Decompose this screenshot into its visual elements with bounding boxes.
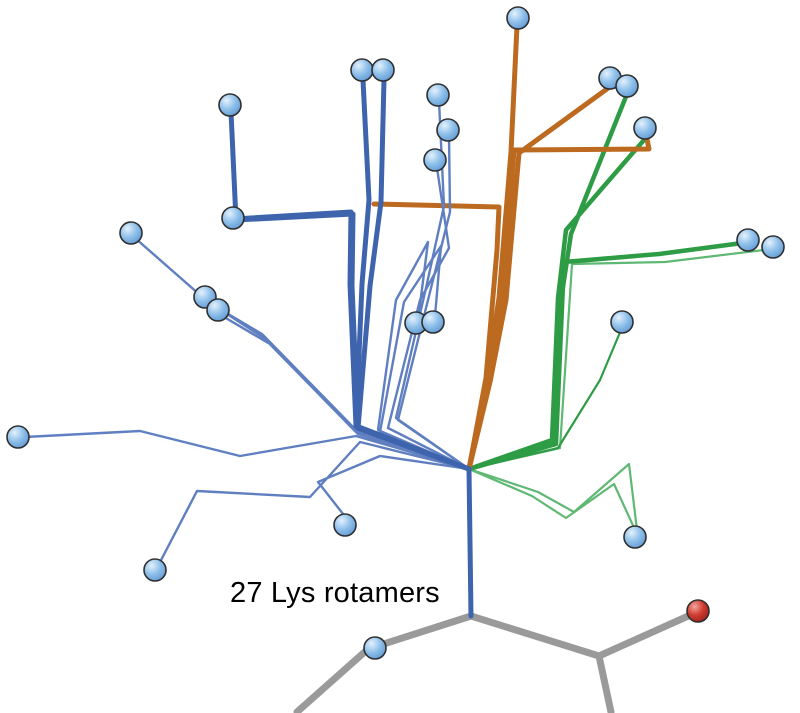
nitrogen-atom[interactable]	[633, 116, 657, 140]
nitrogen-atom[interactable]	[736, 228, 760, 252]
nitrogen-atom[interactable]	[143, 558, 167, 582]
bond-blue_light	[23, 429, 471, 471]
nitrogen-atom[interactable]	[206, 298, 230, 322]
bond-blue_light	[394, 99, 471, 471]
bond-blue_light	[217, 312, 471, 471]
bond-blue_light	[156, 440, 471, 568]
nitrogen-atom[interactable]	[218, 93, 242, 117]
nitrogen-atom[interactable]	[423, 148, 447, 172]
figure-label: 27 Lys rotamers	[230, 577, 440, 609]
bond-blue_light	[316, 454, 471, 521]
nitrogen-atom[interactable]	[436, 118, 460, 142]
bond-green_light	[467, 247, 774, 471]
oxygen-atom[interactable]	[686, 599, 710, 623]
nitrogen-atom[interactable]	[363, 636, 387, 660]
nitrogen-atom[interactable]	[506, 6, 530, 30]
bond-blue	[466, 466, 474, 619]
bond-orange	[466, 83, 614, 472]
nitrogen-atom[interactable]	[221, 206, 245, 230]
nitrogen-atom[interactable]	[615, 74, 639, 98]
nitrogen-atom[interactable]	[421, 310, 445, 334]
bond-blue_light	[386, 166, 471, 471]
bond-blue_light	[396, 134, 471, 471]
nitrogen-atom[interactable]	[6, 425, 30, 449]
bond-backbone_gray	[595, 609, 699, 660]
bond-blue	[355, 77, 472, 472]
bond-blue_light	[376, 240, 471, 471]
nitrogen-atom[interactable]	[623, 525, 647, 549]
bond-green	[466, 137, 647, 472]
bond-backbone_gray	[293, 612, 615, 713]
nitrogen-atom[interactable]	[371, 58, 395, 82]
nitrogen-atom[interactable]	[119, 221, 143, 245]
bond-green_light	[467, 467, 638, 534]
nitrogen-atom[interactable]	[426, 83, 450, 107]
nitrogen-atom[interactable]	[610, 310, 634, 334]
nitrogen-atom[interactable]	[350, 58, 374, 82]
nitrogen-atom[interactable]	[761, 235, 785, 259]
nitrogen-atom[interactable]	[333, 513, 357, 537]
bond-green_light	[467, 462, 639, 532]
